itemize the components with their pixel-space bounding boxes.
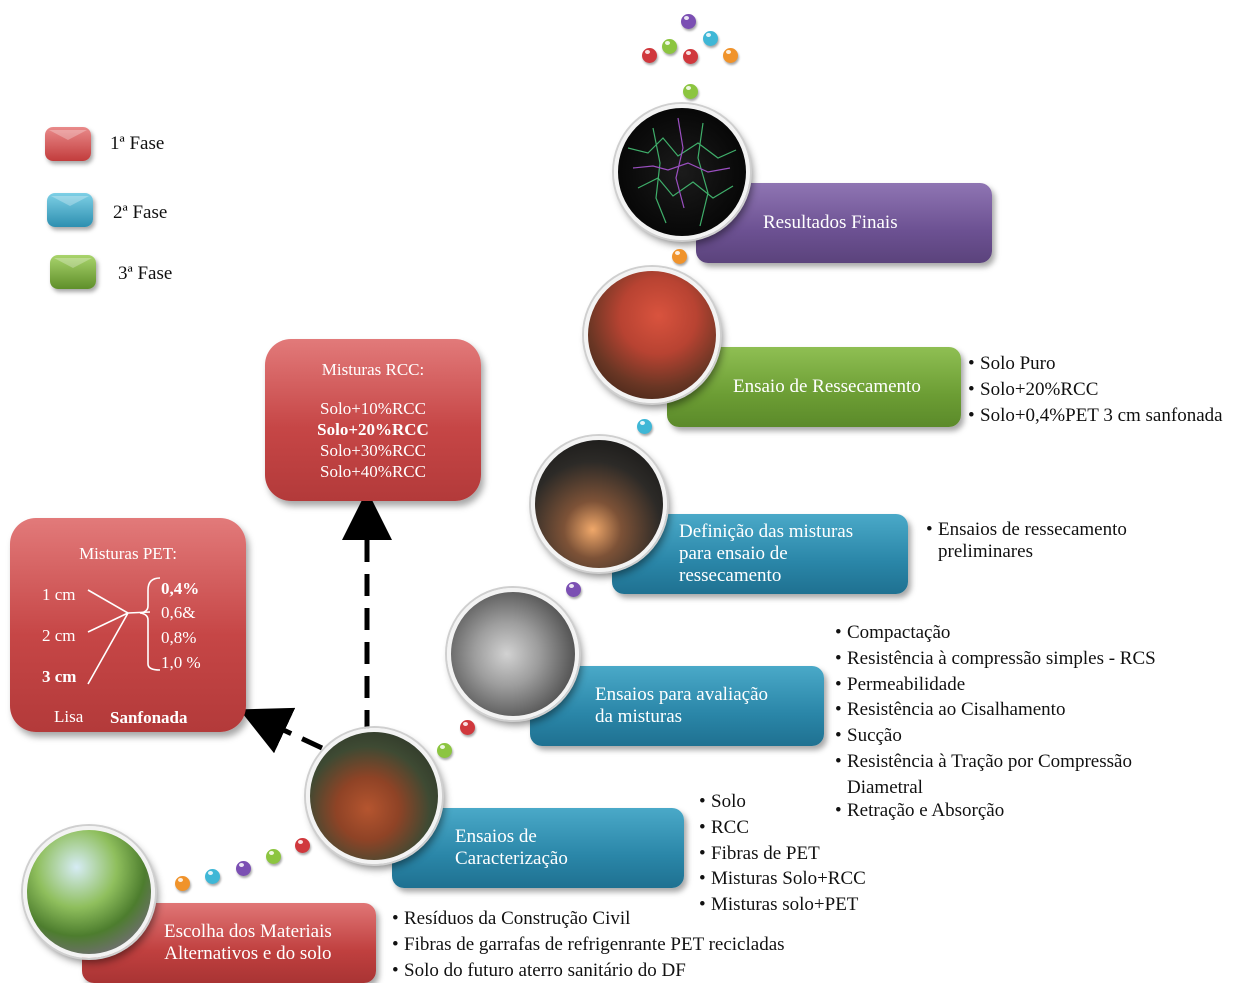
legend-swatch-phase-2: [47, 193, 93, 227]
stage-label-resultados: Resultados Finais: [763, 212, 898, 233]
stage-label-ressecamento: Ensaio de Ressecamento: [733, 376, 921, 397]
legend-swatch-phase-1: [45, 127, 91, 161]
landscape-photo: [23, 826, 155, 958]
pet-mixtures-box: Misturas PET: 1 cm 2 cm 3 cm 0,4% 0,6& 0…: [10, 518, 246, 732]
crack-pattern: [627, 117, 737, 227]
drying-oven-photo: [531, 436, 667, 572]
cracks-result-photo: [614, 104, 750, 240]
pet-length-highlight: 3 cm: [42, 667, 77, 686]
pet-length: 1 cm: [42, 585, 76, 604]
pet-length: 2 cm: [42, 626, 76, 645]
legend-label-phase-2: 2ª Fase: [113, 202, 168, 223]
pet-percent: 1,0 %: [161, 653, 201, 672]
purple-dot: [681, 14, 696, 29]
list-materiais: Resíduos da Construção Civil Fibras de g…: [392, 906, 785, 983]
soil-shovel-photo: [306, 728, 442, 864]
green-dot: [437, 743, 452, 758]
pet-type-highlight: Sanfonada: [110, 708, 188, 727]
list-item: Permeabilidade: [835, 672, 1156, 698]
rcc-item: Solo+40%RCC: [320, 462, 426, 481]
list-item: Ensaios de ressecamento preliminares: [926, 519, 1127, 563]
pet-percent: 0,6&: [161, 603, 196, 622]
list-item: Fibras de garrafas de refrigenrante PET …: [392, 932, 785, 958]
rcc-mixtures-box: Misturas RCC: Solo+10%RCC Solo+20%RCC So…: [265, 339, 481, 501]
soil-tray-photo: [584, 267, 720, 403]
stage-label-avaliacao: Ensaios para avaliação da misturas: [595, 684, 769, 727]
list-item: Solo+20%RCC: [968, 377, 1223, 403]
list-item: Resistência à Tração por Compressão Diam…: [835, 749, 1156, 801]
arrow-to-pet-box: [239, 707, 324, 754]
list-item: Misturas Solo+RCC: [699, 866, 866, 892]
list-item: Resíduos da Construção Civil: [392, 906, 785, 932]
lab-equipment-photo: [447, 588, 579, 720]
legend-label-phase-1: 1ª Fase: [110, 133, 165, 154]
stage-bar-avaliacao: Ensaios para avaliação da misturas: [530, 666, 824, 746]
rcc-box-title: Misturas RCC:: [321, 360, 425, 379]
green-dot: [683, 84, 698, 99]
list-item: Resistência ao Cisalhamento: [835, 697, 1156, 723]
purple-dot: [236, 861, 251, 876]
pet-percent: 0,8%: [161, 628, 197, 647]
legend-swatch-phase-3: [50, 255, 96, 289]
list-item: Fibras de PET: [699, 841, 866, 867]
list-definicao: Ensaios de ressecamento preliminares: [926, 519, 1127, 563]
orange-dot: [723, 48, 738, 63]
list-caracterizacao: Solo RCC Fibras de PET Misturas Solo+RCC…: [699, 789, 866, 918]
rcc-item: Solo+30%RCC: [320, 441, 426, 460]
list-avaliacao: Compactação Resistência à compressão sim…: [835, 620, 1156, 823]
pet-type: Lisa: [54, 707, 84, 726]
green-dot: [662, 39, 677, 54]
legend-label-phase-3: 3ª Fase: [118, 263, 173, 284]
list-item: Solo+0,4%PET 3 cm sanfonada: [968, 403, 1223, 429]
pet-connector-lines: [87, 577, 161, 685]
rcc-item-highlight: Solo+20%RCC: [317, 420, 429, 439]
red-dot: [460, 720, 475, 735]
stage-label-caracterizacao: Ensaios de Caracterização: [455, 826, 568, 869]
red-dot: [683, 49, 698, 64]
pet-percent-highlight: 0,4%: [161, 579, 200, 598]
blue-dot: [205, 869, 220, 884]
orange-dot: [175, 876, 190, 891]
orange-dot: [672, 249, 687, 264]
red-dot: [642, 48, 657, 63]
list-item: Resistência à compressão simples - RCS: [835, 646, 1156, 672]
list-item: Solo: [699, 789, 866, 815]
stage-bar-ressecamento: Ensaio de Ressecamento: [667, 347, 961, 427]
list-item: Solo Puro: [968, 351, 1223, 377]
list-ressecamento: Solo Puro Solo+20%RCC Solo+0,4%PET 3 cm …: [968, 351, 1223, 428]
blue-dot: [637, 419, 652, 434]
list-item: Solo do futuro aterro sanitário do DF: [392, 958, 785, 983]
list-item: RCC: [699, 815, 866, 841]
blue-dot: [703, 31, 718, 46]
green-dot: [266, 849, 281, 864]
list-item: Compactação: [835, 620, 1156, 646]
pet-box-title: Misturas PET:: [79, 544, 177, 563]
purple-dot: [566, 582, 581, 597]
list-item: Retração e Absorção: [835, 798, 1156, 824]
stage-label-definicao: Definição das misturas para ensaio de re…: [679, 521, 854, 586]
list-item: Sucção: [835, 723, 1156, 749]
list-item: Misturas solo+PET: [699, 892, 866, 918]
red-dot: [295, 838, 310, 853]
stage-bar-caracterizacao: Ensaios de Caracterização: [392, 808, 684, 888]
rcc-item: Solo+10%RCC: [320, 399, 426, 418]
stage-label-materiais: Escolha dos Materiais Alternativos e do …: [164, 921, 332, 964]
